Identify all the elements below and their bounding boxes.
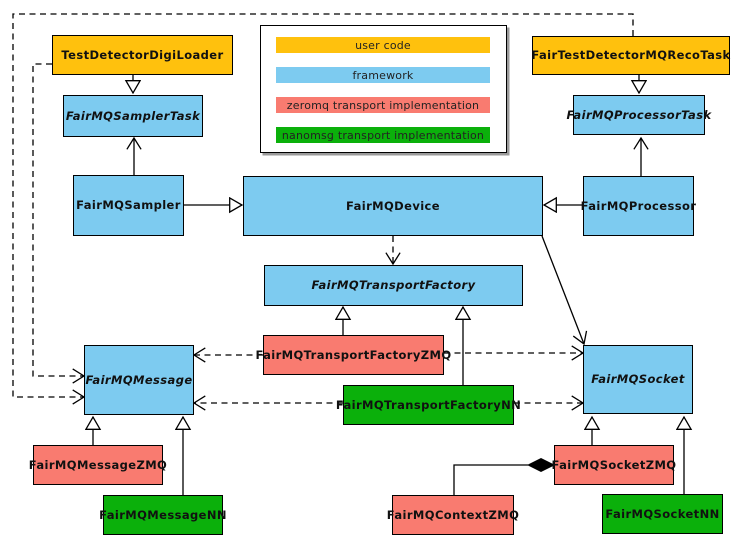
legend-label: zeromq transport implementation	[286, 98, 480, 112]
dependency-arrow-recotask-message	[12, 13, 634, 405]
aggregation-arrow-contextzmq-socketzmq	[453, 465, 528, 495]
legend-item-framework: framework	[276, 67, 490, 83]
node-fairmqtransportfactorynn: FairMQTransportFactoryNN	[336, 385, 521, 425]
node-fairtestdetectormqrecotask: FairTestDetectorMQRecoTask	[531, 36, 731, 75]
legend-item-user-code: user code	[276, 37, 490, 53]
node-label: FairMQTransportFactoryZMQ	[255, 347, 452, 362]
node-fairmqmessage: FairMQMessage	[84, 345, 194, 415]
node-label: FairMQTransportFactory	[311, 278, 476, 293]
legend-item-nanomsg: nanomsg transport implementation	[276, 127, 490, 143]
node-fairmqprocessor: FairMQProcessor	[580, 176, 697, 236]
node-fairmqsocketnn: FairMQSocketNN	[602, 494, 723, 534]
node-label: FairMQSocketZMQ	[551, 457, 677, 472]
node-label: FairMQSocketNN	[605, 506, 720, 521]
node-label: FairMQProcessorTask	[566, 107, 712, 122]
node-label: FairMQMessage	[85, 372, 193, 387]
node-label: FairMQSamplerTask	[65, 108, 201, 123]
node-fairmqsocket: FairMQSocket	[583, 345, 693, 414]
node-fairmqprocessortask: FairMQProcessorTask	[567, 95, 711, 135]
node-label: FairTestDetectorMQRecoTask	[531, 48, 731, 63]
node-fairmqtransportfactory: FairMQTransportFactory	[264, 265, 523, 306]
node-fairmqmessagenn: FairMQMessageNN	[99, 495, 226, 535]
node-fairmqsocketzmq: FairMQSocketZMQ	[551, 445, 677, 485]
node-label: FairMQDevice	[346, 198, 440, 213]
node-fairmqtransportfactoryzmq: FairMQTransportFactoryZMQ	[256, 335, 451, 375]
node-fairmqdevice: FairMQDevice	[243, 176, 543, 236]
node-label: FairMQContextZMQ	[386, 507, 520, 522]
node-testdetectordigiloader: TestDetectorDigiLoader	[52, 35, 233, 75]
node-label: FairMQMessageNN	[99, 507, 227, 522]
association-arrow-device-socket	[541, 235, 588, 346]
node-label: TestDetectorDigiLoader	[61, 47, 224, 62]
node-label: FairMQTransportFactoryNN	[335, 397, 522, 412]
node-label: FairMQProcessor	[580, 198, 697, 213]
node-fairmqsamplertask: FairMQSamplerTask	[63, 95, 203, 137]
legend-label: nanomsg transport implementation	[281, 128, 485, 142]
node-fairmqcontextzmq: FairMQContextZMQ	[387, 495, 519, 535]
legend-panel: user code framework zeromq transport imp…	[260, 25, 507, 153]
node-label: FairMQSocket	[591, 372, 685, 387]
node-fairmqsampler: FairMQSampler	[73, 175, 184, 236]
legend-label: user code	[355, 38, 411, 52]
legend-item-zeromq: zeromq transport implementation	[276, 97, 490, 113]
legend-label: framework	[352, 68, 414, 82]
node-label: FairMQMessageZMQ	[28, 457, 168, 472]
node-label: FairMQSampler	[76, 198, 181, 213]
node-fairmqmessagezmq: FairMQMessageZMQ	[29, 445, 167, 485]
